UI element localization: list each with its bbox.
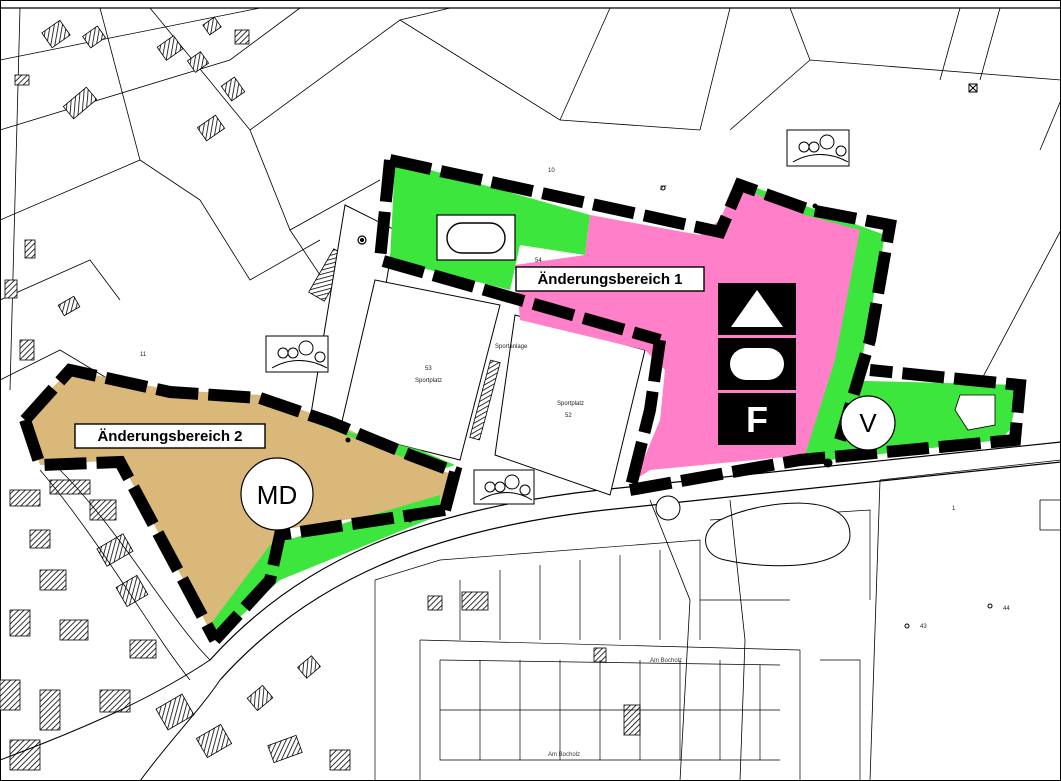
street-label: Am Bocholz	[650, 658, 682, 664]
sportplatz-label: Sportplatz	[557, 401, 584, 407]
parcel-label: 52	[565, 413, 572, 419]
main-road	[0, 441, 1061, 781]
buildings-southwest	[0, 479, 351, 771]
park-icon	[265, 335, 329, 373]
parcel-label: 54	[535, 258, 542, 264]
park-icon	[473, 469, 535, 505]
sportanlage-label: Sportanlage	[495, 344, 528, 350]
point-markers	[345, 185, 993, 629]
number-label: 1	[952, 506, 956, 512]
v-label: V	[859, 408, 877, 438]
sportplatz-label: Sportplatz	[415, 378, 442, 384]
md-label: MD	[257, 480, 297, 510]
area-2-label: Änderungsbereich 2	[97, 428, 242, 445]
number-label: 11	[140, 352, 147, 358]
area-boundaries	[19, 154, 1027, 645]
number-label: 10	[548, 168, 555, 174]
number-label: 27	[660, 186, 667, 192]
pool-oval-icon	[446, 222, 506, 254]
v-area-inset	[954, 394, 996, 431]
roundabout	[655, 495, 681, 521]
pond-outline	[705, 502, 851, 567]
area-2-label-box	[74, 423, 266, 449]
park-icon	[786, 129, 850, 167]
area-1-label: Änderungsbereich 1	[537, 271, 682, 288]
street-label: Am Bocholz	[548, 752, 580, 758]
parcel-label: 53	[425, 366, 432, 372]
f-symbol-label: F	[746, 399, 768, 440]
number-label: 44	[1003, 606, 1010, 612]
south-parcel-grid	[374, 509, 871, 781]
v-circle	[840, 395, 896, 451]
oval-symbol	[718, 338, 796, 390]
f-symbol	[718, 393, 796, 445]
buildings-south	[427, 591, 641, 736]
number-label: 43	[920, 624, 927, 630]
md-circle	[240, 457, 314, 531]
area-1-label-box	[515, 266, 705, 292]
triangle-symbol	[718, 283, 796, 335]
